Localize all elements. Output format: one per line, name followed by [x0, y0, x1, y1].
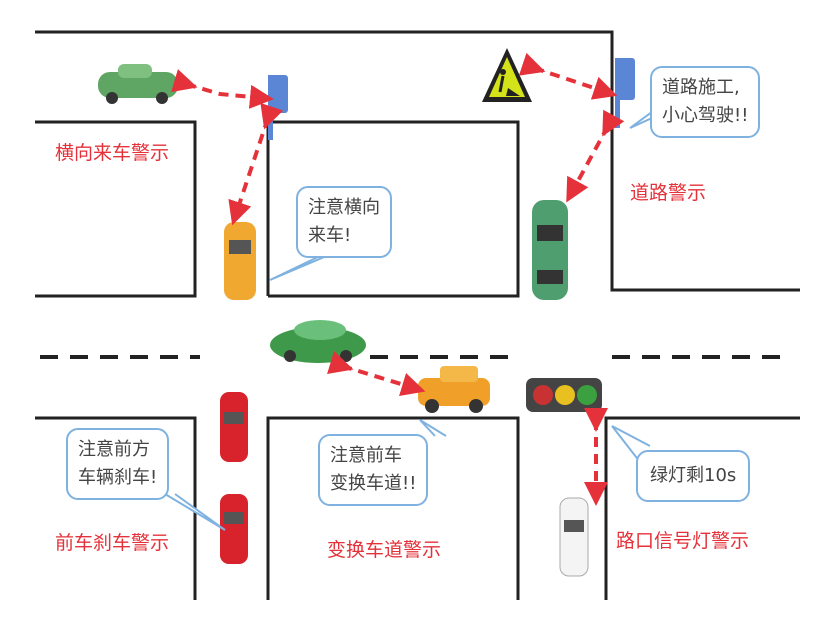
car-yellow-vertical: [224, 222, 256, 300]
bubble-line: 绿灯剩10s: [650, 465, 737, 486]
bubble-line: 注意前车: [330, 445, 402, 466]
car-green-vertical: [532, 200, 568, 300]
bubble-line: 注意横向: [308, 197, 380, 218]
bubble-line: 小心驾驶!!: [662, 105, 749, 126]
bubble-line: 道路施工,: [662, 77, 740, 98]
roadside-unit-left: [268, 75, 288, 140]
communication-arrows: [171, 52, 625, 506]
roadside-unit-right: [615, 58, 635, 128]
label-signal-warning: 路口信号灯警示: [616, 530, 750, 552]
bubble-line: 变换车道!!: [330, 473, 417, 494]
label-cross-traffic-warning: 横向来车警示: [55, 142, 170, 164]
bubble-line: 车辆刹车!: [78, 467, 158, 488]
car-green-lane-change: [270, 320, 366, 363]
car-red-front: [220, 392, 248, 462]
bubble-road-work: 道路施工, 小心驾驶!!: [650, 66, 761, 138]
construction-sign-icon: [482, 48, 532, 102]
bubble-cross-traffic: 注意横向 来车!: [296, 186, 392, 258]
bubble-line: 注意前方: [78, 439, 150, 460]
label-brake-warning: 前车刹车警示: [55, 532, 170, 554]
bubble-signal: 绿灯剩10s: [636, 450, 751, 502]
label-road-warning: 道路警示: [630, 182, 707, 204]
traffic-light-icon: [526, 378, 602, 412]
car-green-top-left: [98, 64, 178, 104]
label-lane-change-warning: 变换车道警示: [327, 539, 442, 561]
bubble-lane-change: 注意前车 变换车道!!: [318, 434, 429, 506]
car-red-rear: [220, 494, 248, 564]
car-white: [559, 497, 589, 577]
bubble-line: 来车!: [308, 225, 352, 246]
car-orange-suv: [418, 366, 490, 413]
bubble-brake: 注意前方 车辆刹车!: [66, 428, 170, 500]
